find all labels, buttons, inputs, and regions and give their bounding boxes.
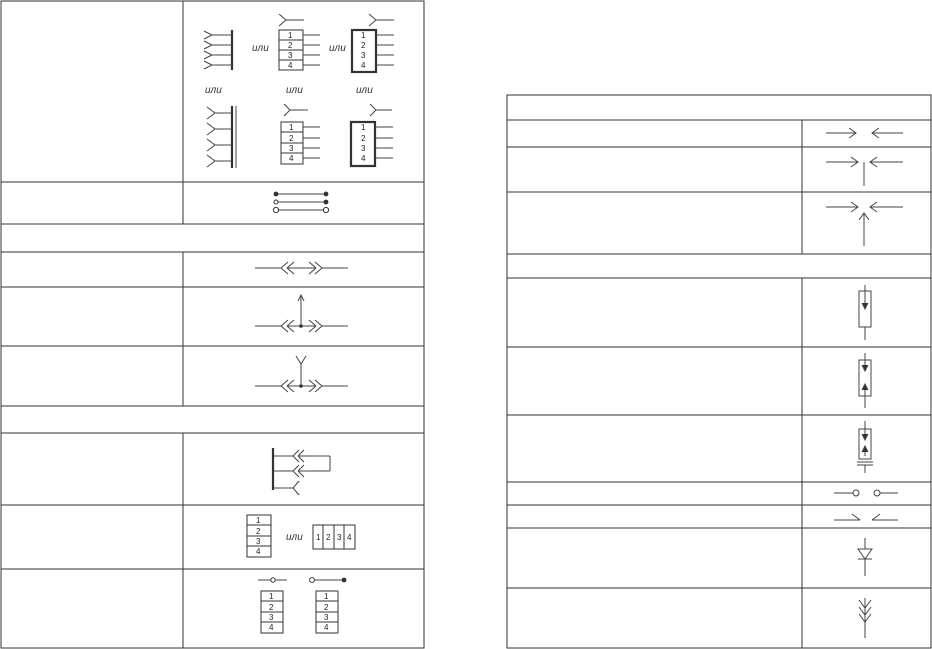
or-label: или	[329, 43, 346, 54]
loop-connector-symbol	[271, 448, 331, 496]
svg-text:4: 4	[324, 623, 329, 632]
svg-text:2: 2	[256, 527, 261, 536]
feather-arrow-symbol	[858, 598, 872, 638]
svg-text:2: 2	[326, 533, 331, 542]
svg-text:1: 1	[361, 123, 366, 132]
branch-arrow-symbol	[255, 293, 348, 333]
branch-fork-symbol	[255, 355, 348, 393]
pin-contact-symbols	[272, 191, 330, 214]
resistor-bidirectional-symbol	[858, 353, 872, 408]
svg-text:2: 2	[361, 134, 366, 143]
svg-text:1: 1	[256, 516, 261, 525]
svg-text:4: 4	[269, 623, 274, 632]
svg-text:2: 2	[269, 603, 274, 612]
right-table-grid	[506, 94, 932, 649]
svg-text:1: 1	[289, 123, 294, 132]
svg-text:4: 4	[347, 533, 352, 542]
svg-text:1: 1	[316, 533, 321, 542]
block-pinout-symbols: 1 2 3 4 или 1 2 3 4	[246, 514, 356, 558]
svg-text:3: 3	[289, 144, 294, 153]
fork-bar-group-bottom	[206, 106, 237, 168]
connector-group-symbols: или 1 2 3 4 или 1 2 3	[203, 13, 394, 168]
left-table-grid	[0, 0, 425, 649]
svg-text:3: 3	[269, 613, 274, 622]
slide-contact-symbol	[834, 513, 898, 521]
converging-arrows-symbol	[826, 201, 903, 246]
or-label: или	[286, 85, 303, 96]
fork-bar-group-top	[203, 30, 234, 70]
svg-text:2: 2	[324, 603, 329, 612]
svg-text:4: 4	[256, 547, 261, 556]
two-way-connection-symbol	[255, 261, 348, 275]
numbered-connector-top-2: 1 2 3 4	[350, 13, 394, 74]
numbered-connector-top-1: 1 2 3 4	[278, 13, 320, 71]
resistor-capacitor-symbol	[857, 421, 873, 473]
or-label: или	[286, 532, 303, 543]
svg-text:3: 3	[324, 613, 329, 622]
svg-text:1: 1	[361, 31, 366, 40]
svg-text:4: 4	[289, 154, 294, 163]
switched-block-symbols: 1 2 3 4 1 2 3 4	[258, 577, 347, 634]
or-label: или	[205, 85, 222, 96]
svg-text:3: 3	[337, 533, 342, 542]
resistor-down-symbol	[858, 285, 872, 340]
numbered-connector-bottom-1: 1 2 3 4	[280, 103, 320, 165]
svg-text:3: 3	[288, 51, 293, 60]
svg-text:4: 4	[361, 61, 366, 70]
svg-text:1: 1	[324, 592, 329, 601]
svg-text:2: 2	[288, 41, 293, 50]
or-label: или	[356, 85, 373, 96]
svg-text:4: 4	[361, 154, 366, 163]
svg-text:1: 1	[288, 31, 293, 40]
svg-text:3: 3	[361, 51, 366, 60]
switch-contacts-symbol	[834, 489, 898, 497]
diode-symbol	[857, 538, 873, 576]
svg-text:2: 2	[361, 41, 366, 50]
numbered-connector-bottom-2: 1 2 3 4	[349, 103, 393, 168]
svg-text:4: 4	[288, 61, 293, 70]
or-label: или	[252, 43, 269, 54]
opposing-arrows-stop-symbol	[826, 156, 903, 186]
svg-text:3: 3	[361, 144, 366, 153]
svg-text:2: 2	[289, 134, 294, 143]
svg-text:3: 3	[256, 537, 261, 546]
svg-text:1: 1	[269, 592, 274, 601]
opposing-arrows-symbol	[826, 127, 903, 139]
